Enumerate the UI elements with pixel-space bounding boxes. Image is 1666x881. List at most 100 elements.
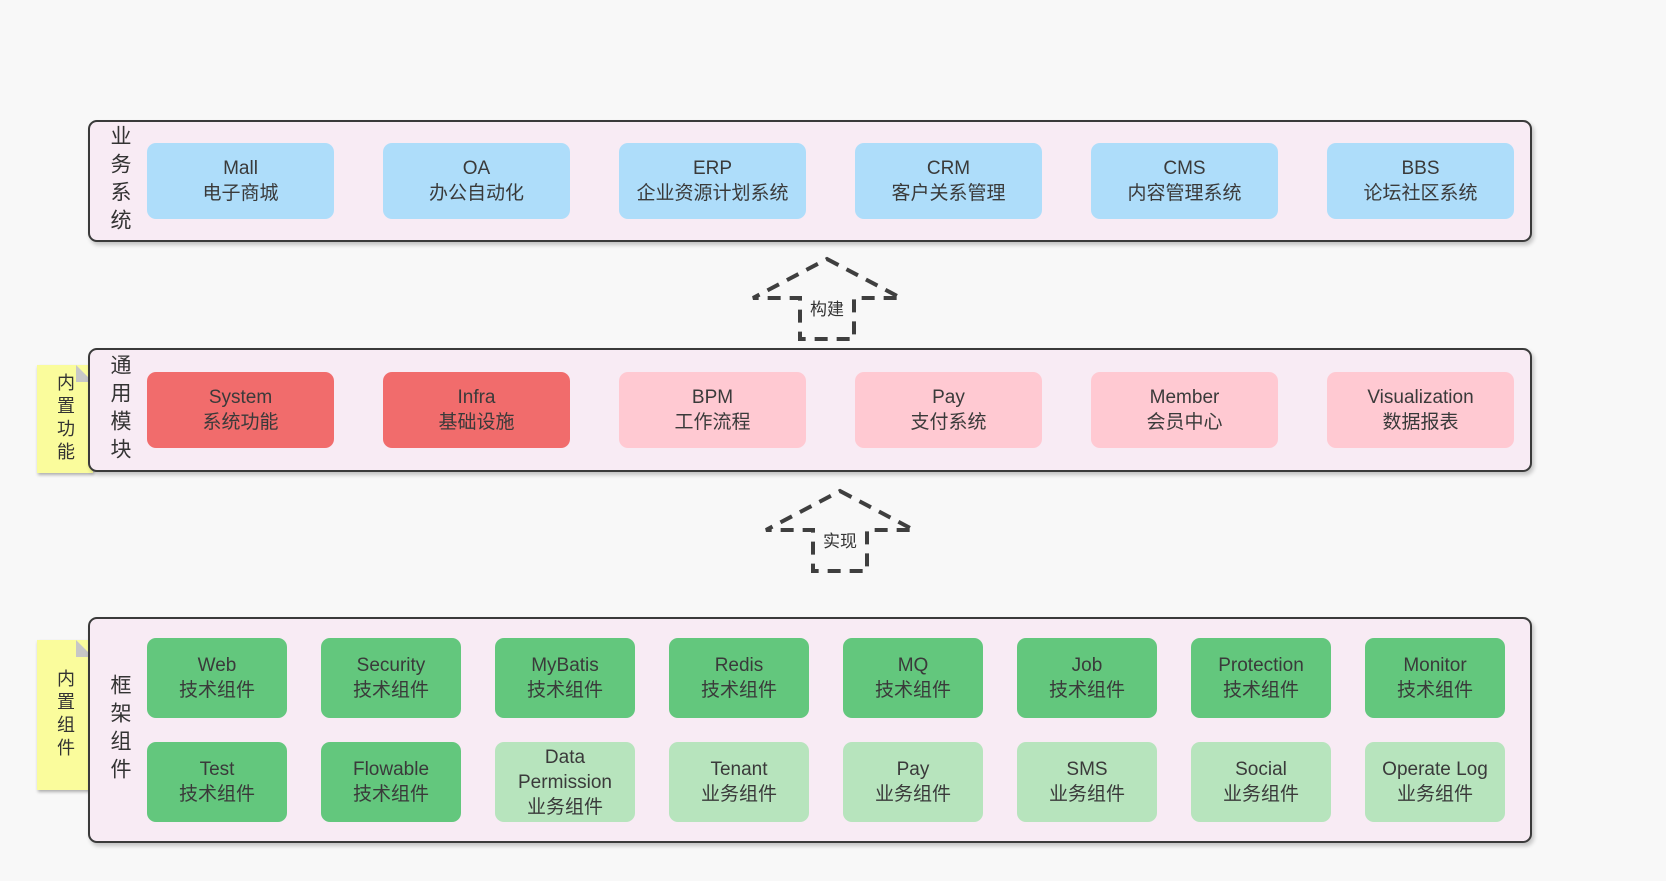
box-infra: Infra 基础设施 (383, 372, 570, 448)
box-name: Job (1071, 655, 1103, 676)
box-desc: 会员中心 (1146, 412, 1223, 433)
box-desc: 电子商城 (202, 183, 279, 204)
box-desc: 支付系统 (910, 412, 987, 433)
box-name: Redis (714, 655, 764, 676)
box-desc: 内容管理系统 (1127, 183, 1242, 204)
sticky-label: 内置组件 (55, 669, 75, 761)
box-operate-log: Operate Log 业务组件 (1365, 742, 1505, 822)
box-desc: 业务组件 (1396, 784, 1473, 805)
box-desc: 业务组件 (700, 784, 777, 805)
box-name: MQ (897, 655, 929, 676)
box-protection: Protection 技术组件 (1191, 638, 1331, 718)
box-data-permission: Data Permission 业务组件 (495, 742, 635, 822)
box-desc: 客户关系管理 (891, 183, 1006, 204)
framework-box-rows: Web 技术组件 Security 技术组件 MyBatis 技术组件 Redi… (147, 638, 1505, 822)
box-name: Test (199, 759, 235, 780)
box-pay: Pay 支付系统 (855, 372, 1042, 448)
box-name: SMS (1066, 759, 1108, 780)
box-name: Monitor (1403, 655, 1467, 676)
box-name: Pay (932, 387, 965, 408)
box-desc: 企业资源计划系统 (636, 183, 789, 204)
panel-framework-components: 框架组件 Web 技术组件 Security 技术组件 MyBatis 技术组件… (88, 617, 1532, 843)
box-desc: 办公自动化 (428, 183, 524, 204)
arrow-label: 实现 (820, 526, 860, 553)
box-desc: 技术组件 (352, 784, 429, 805)
box-member: Member 会员中心 (1091, 372, 1278, 448)
sticky-built-in-components: 内置组件 (37, 640, 93, 790)
up-arrow-icon (765, 488, 915, 573)
box-flowable: Flowable 技术组件 (321, 742, 461, 822)
box-sms: SMS 业务组件 (1017, 742, 1157, 822)
box-desc: 业务组件 (1222, 784, 1299, 805)
box-name: BBS (1401, 158, 1440, 179)
box-name: Visualization (1367, 387, 1474, 408)
box-desc: 技术组件 (1222, 680, 1299, 701)
box-name: Flowable (352, 759, 430, 780)
box-oa: OA 办公自动化 (383, 143, 570, 219)
box-desc: 技术组件 (874, 680, 951, 701)
box-tenant: Tenant 业务组件 (669, 742, 809, 822)
box-desc: 业务组件 (874, 784, 951, 805)
box-name: Mall (223, 158, 258, 179)
box-name: BPM (691, 387, 734, 408)
box-desc: 技术组件 (1048, 680, 1125, 701)
box-bpm: BPM 工作流程 (619, 372, 806, 448)
box-test: Test 技术组件 (147, 742, 287, 822)
modules-box-row: System 系统功能 Infra 基础设施 BPM 工作流程 Pay 支付系统… (147, 372, 1514, 448)
box-cms: CMS 内容管理系统 (1091, 143, 1278, 219)
box-monitor: Monitor 技术组件 (1365, 638, 1505, 718)
box-mq: MQ 技术组件 (843, 638, 983, 718)
box-bbs: BBS 论坛社区系统 (1327, 143, 1514, 219)
box-desc: 技术组件 (178, 784, 255, 805)
box-security: Security 技术组件 (321, 638, 461, 718)
box-crm: CRM 客户关系管理 (855, 143, 1042, 219)
box-name: Social (1235, 759, 1287, 780)
box-desc: 业务组件 (1048, 784, 1125, 805)
box-name: Data Permission (518, 746, 612, 793)
box-name: Tenant (710, 759, 768, 780)
build-arrow: 构建 (750, 256, 904, 342)
business-box-row: Mall 电子商城 OA 办公自动化 ERP 企业资源计划系统 CRM 客户关系… (147, 143, 1514, 219)
box-name: MyBatis (531, 655, 599, 676)
panel-framework-label: 框架组件 (108, 674, 131, 786)
box-erp: ERP 企业资源计划系统 (619, 143, 806, 219)
box-desc: 技术组件 (1396, 680, 1473, 701)
box-name: CRM (926, 158, 971, 179)
box-desc: 技术组件 (178, 680, 255, 701)
box-pay-business: Pay 业务组件 (843, 742, 983, 822)
box-desc: 数据报表 (1382, 412, 1459, 433)
box-name: Security (356, 655, 426, 676)
panel-common-modules: 通用模块 System 系统功能 Infra 基础设施 BPM 工作流程 Pay… (88, 348, 1532, 472)
panel-business-systems: 业务系统 Mall 电子商城 OA 办公自动化 ERP 企业资源计划系统 CRM… (88, 120, 1532, 242)
box-name: OA (462, 158, 491, 179)
box-name: CMS (1163, 158, 1206, 179)
box-desc: 论坛社区系统 (1363, 183, 1478, 204)
box-desc: 系统功能 (202, 412, 279, 433)
box-social: Social 业务组件 (1191, 742, 1331, 822)
up-arrow-icon (752, 256, 902, 341)
box-system: System 系统功能 (147, 372, 334, 448)
box-redis: Redis 技术组件 (669, 638, 809, 718)
box-desc: 业务组件 (526, 796, 603, 818)
box-job: Job 技术组件 (1017, 638, 1157, 718)
panel-business-label: 业务系统 (108, 125, 131, 237)
panel-modules-label: 通用模块 (108, 354, 131, 466)
box-desc: 技术组件 (352, 680, 429, 701)
box-name: Protection (1218, 655, 1304, 676)
box-mybatis: MyBatis 技术组件 (495, 638, 635, 718)
box-name: ERP (692, 158, 733, 179)
arrow-label: 构建 (807, 294, 847, 321)
box-name: Member (1149, 387, 1220, 408)
box-name: System (208, 387, 273, 408)
box-desc: 技术组件 (700, 680, 777, 701)
box-visualization: Visualization 数据报表 (1327, 372, 1514, 448)
box-desc: 工作流程 (674, 412, 751, 433)
box-mall: Mall 电子商城 (147, 143, 334, 219)
sticky-label: 内置功能 (55, 373, 75, 465)
box-name: Operate Log (1382, 759, 1488, 780)
framework-row-2: Test 技术组件 Flowable 技术组件 Data Permission … (147, 742, 1505, 822)
framework-row-1: Web 技术组件 Security 技术组件 MyBatis 技术组件 Redi… (147, 638, 1505, 718)
box-web: Web 技术组件 (147, 638, 287, 718)
box-desc: 基础设施 (438, 412, 515, 433)
implement-arrow: 实现 (763, 488, 917, 574)
